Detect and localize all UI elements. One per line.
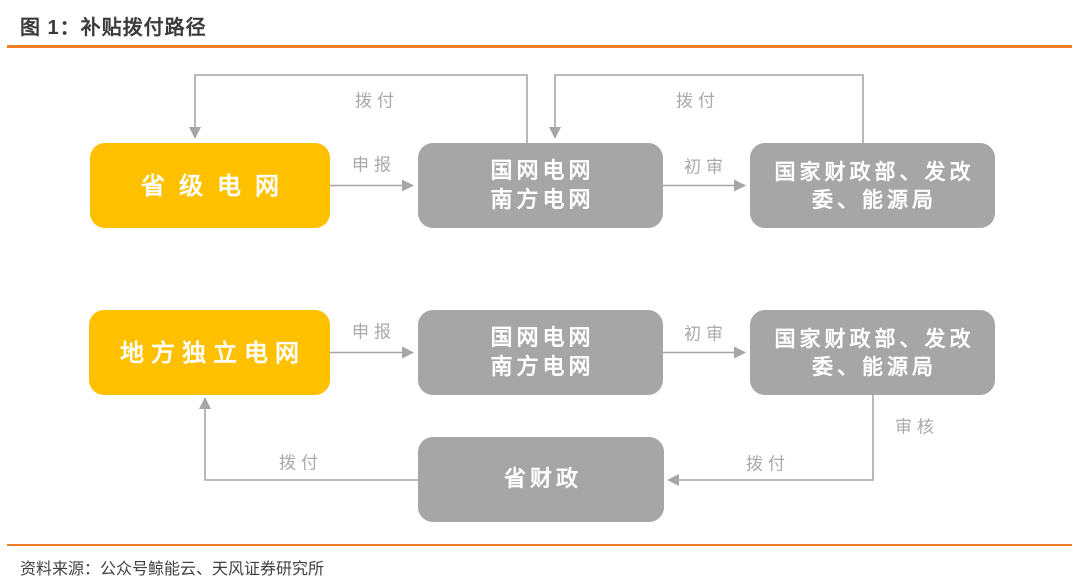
edge-label-disburse-to-provincial: 拨付 <box>355 91 399 112</box>
node-grid-companies-bottom: 国网电网 南方电网 <box>418 310 663 395</box>
edge-label-disburse-to-local: 拨付 <box>279 453 323 474</box>
node-grid-companies-top: 国网电网 南方电网 <box>418 143 663 228</box>
source-note: 资料来源：公众号鲸能云、天风证券研究所 <box>20 561 325 578</box>
node-grid-companies-top-line2: 南方电网 <box>490 186 595 213</box>
node-ministries-top-line1: 国家财政部、发改 <box>774 159 975 185</box>
node-ministries-bottom-line1: 国家财政部、发改 <box>774 326 975 352</box>
edge-label-first-review-bottom: 初审 <box>684 324 728 345</box>
node-provincial-grid-label: 省级电网 <box>141 170 293 200</box>
edge-label-declare-top: 申报 <box>352 155 396 176</box>
edge-label-disburse-to-grid: 拨付 <box>676 91 720 112</box>
edge-label-first-review-top: 初审 <box>684 157 728 178</box>
source-rule <box>7 544 1072 546</box>
node-ministries-top-line2: 委、能源局 <box>812 186 937 212</box>
edge-label-disburse-to-finance: 拨付 <box>746 454 790 475</box>
title-rule <box>7 45 1072 48</box>
node-local-grid: 地方独立电网 <box>89 310 330 395</box>
edge-label-review: 审核 <box>895 417 939 438</box>
arrow-disburse-to-local-grid <box>199 397 418 481</box>
arrow-disburse-to-grid-companies <box>549 74 864 143</box>
arrow-disburse-to-provincial-grid <box>189 74 528 143</box>
node-provincial-finance: 省财政 <box>418 437 664 522</box>
node-ministries-bottom: 国家财政部、发改 委、能源局 <box>750 310 995 395</box>
figure-title: 图 1：补贴拨付路径 <box>20 17 207 39</box>
arrow-review-disburse-to-finance <box>667 395 874 486</box>
node-grid-companies-bottom-line1: 国网电网 <box>490 324 595 351</box>
node-provincial-finance-label: 省财政 <box>503 466 582 493</box>
node-grid-companies-top-line1: 国网电网 <box>490 157 595 184</box>
node-grid-companies-bottom-line2: 南方电网 <box>490 353 595 380</box>
node-ministries-top: 国家财政部、发改 委、能源局 <box>750 143 995 228</box>
node-ministries-bottom-line2: 委、能源局 <box>812 353 937 379</box>
node-provincial-grid: 省级电网 <box>90 143 330 228</box>
edge-label-declare-bottom: 申报 <box>352 322 396 343</box>
node-local-grid-label: 地方独立电网 <box>120 337 306 367</box>
